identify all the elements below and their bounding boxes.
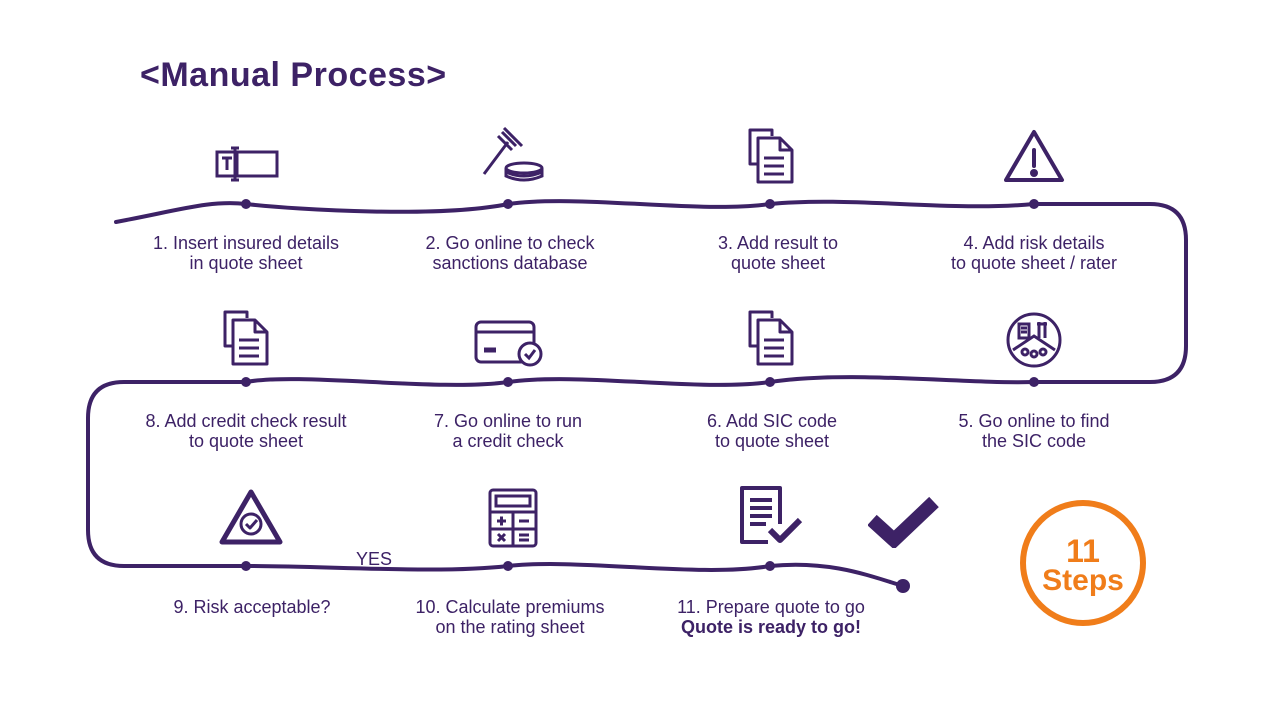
credit-card-check-icon [474, 310, 544, 374]
checkmark-icon [867, 496, 940, 553]
calculator-icon [478, 486, 548, 550]
steps-badge: 11 Steps [1020, 500, 1146, 626]
triangle-check-icon [216, 486, 286, 550]
document-check-icon [736, 484, 806, 548]
copy-document-icon [211, 306, 281, 370]
warning-icon [999, 124, 1069, 188]
step-label-9: 9. Risk acceptable? [173, 597, 331, 617]
text-field-icon [211, 132, 281, 196]
copy-document-icon [736, 306, 806, 370]
page-title: <Manual Process> [140, 56, 447, 94]
gavel-coins-icon [474, 124, 544, 188]
industry-circle-icon [999, 306, 1069, 370]
ready-text: Quote is ready to go! [680, 617, 862, 637]
yes-label: YES [356, 549, 393, 569]
copy-document-icon [736, 124, 806, 188]
steps-word: Steps [1042, 564, 1124, 597]
steps-count: 11 [1066, 533, 1100, 569]
